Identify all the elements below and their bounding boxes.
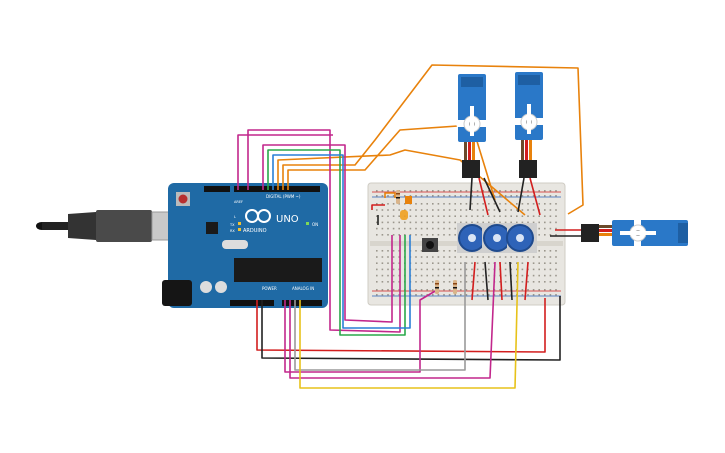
wire-black[interactable]	[469, 177, 473, 211]
resistor-1[interactable]	[396, 190, 400, 204]
model-text: UNO	[276, 214, 299, 225]
wire-blue[interactable]	[272, 154, 411, 329]
rx-label: RX	[230, 229, 235, 233]
wire-red[interactable]	[256, 298, 546, 353]
servo-1[interactable]	[455, 74, 489, 178]
wire-black[interactable]	[517, 177, 525, 213]
reset-button[interactable]	[178, 194, 188, 204]
power-label: POWER	[262, 286, 277, 291]
power-jack[interactable]	[162, 280, 192, 306]
servo-3[interactable]	[581, 217, 688, 249]
wire-red[interactable]	[499, 261, 503, 301]
wire-magenta[interactable]	[284, 289, 438, 373]
wire-red[interactable]	[478, 177, 489, 216]
pushbutton-1[interactable]	[422, 238, 438, 252]
wire-orange[interactable]	[384, 192, 396, 198]
l-label: L	[234, 215, 236, 219]
resistor-3[interactable]	[453, 280, 457, 294]
wire-red[interactable]	[529, 177, 541, 216]
brand-text: ARDUINO	[243, 228, 267, 234]
wire-red[interactable]	[371, 204, 385, 210]
wire-magenta[interactable]	[237, 134, 333, 190]
pot-3[interactable]	[506, 223, 537, 253]
servo-2[interactable]	[512, 72, 546, 178]
wire-gray[interactable]	[294, 262, 466, 371]
arduino-logo	[245, 209, 271, 223]
wire-black[interactable]	[483, 177, 501, 213]
aref-label: AREF	[234, 200, 243, 204]
arduino-uno-board[interactable]: ARDUINO UNO DIGITAL (PWM ~) POWER ANALOG…	[162, 183, 328, 308]
wire-red[interactable]	[471, 261, 476, 301]
wire-green[interactable]	[267, 149, 406, 336]
tx-label: TX	[229, 223, 235, 227]
usb-cable[interactable]	[36, 210, 175, 242]
microcontroller-chip	[234, 258, 322, 282]
wire-orange[interactable]	[282, 64, 584, 215]
on-label: ON	[312, 222, 318, 227]
wire-magenta[interactable]	[289, 261, 496, 379]
wire-red[interactable]	[524, 261, 529, 301]
resistor-2[interactable]	[435, 280, 439, 294]
analog-label: ANALOG IN	[292, 286, 314, 291]
wire-black[interactable]	[484, 261, 489, 301]
wire-black[interactable]	[509, 261, 513, 301]
wire-magenta[interactable]	[262, 144, 393, 323]
digital-header-label: DIGITAL (PWM ~)	[266, 194, 301, 199]
led[interactable]	[400, 196, 412, 220]
wire-magenta[interactable]	[247, 129, 401, 333]
wire-black[interactable]	[261, 296, 561, 361]
wire-yellow[interactable]	[299, 261, 519, 389]
